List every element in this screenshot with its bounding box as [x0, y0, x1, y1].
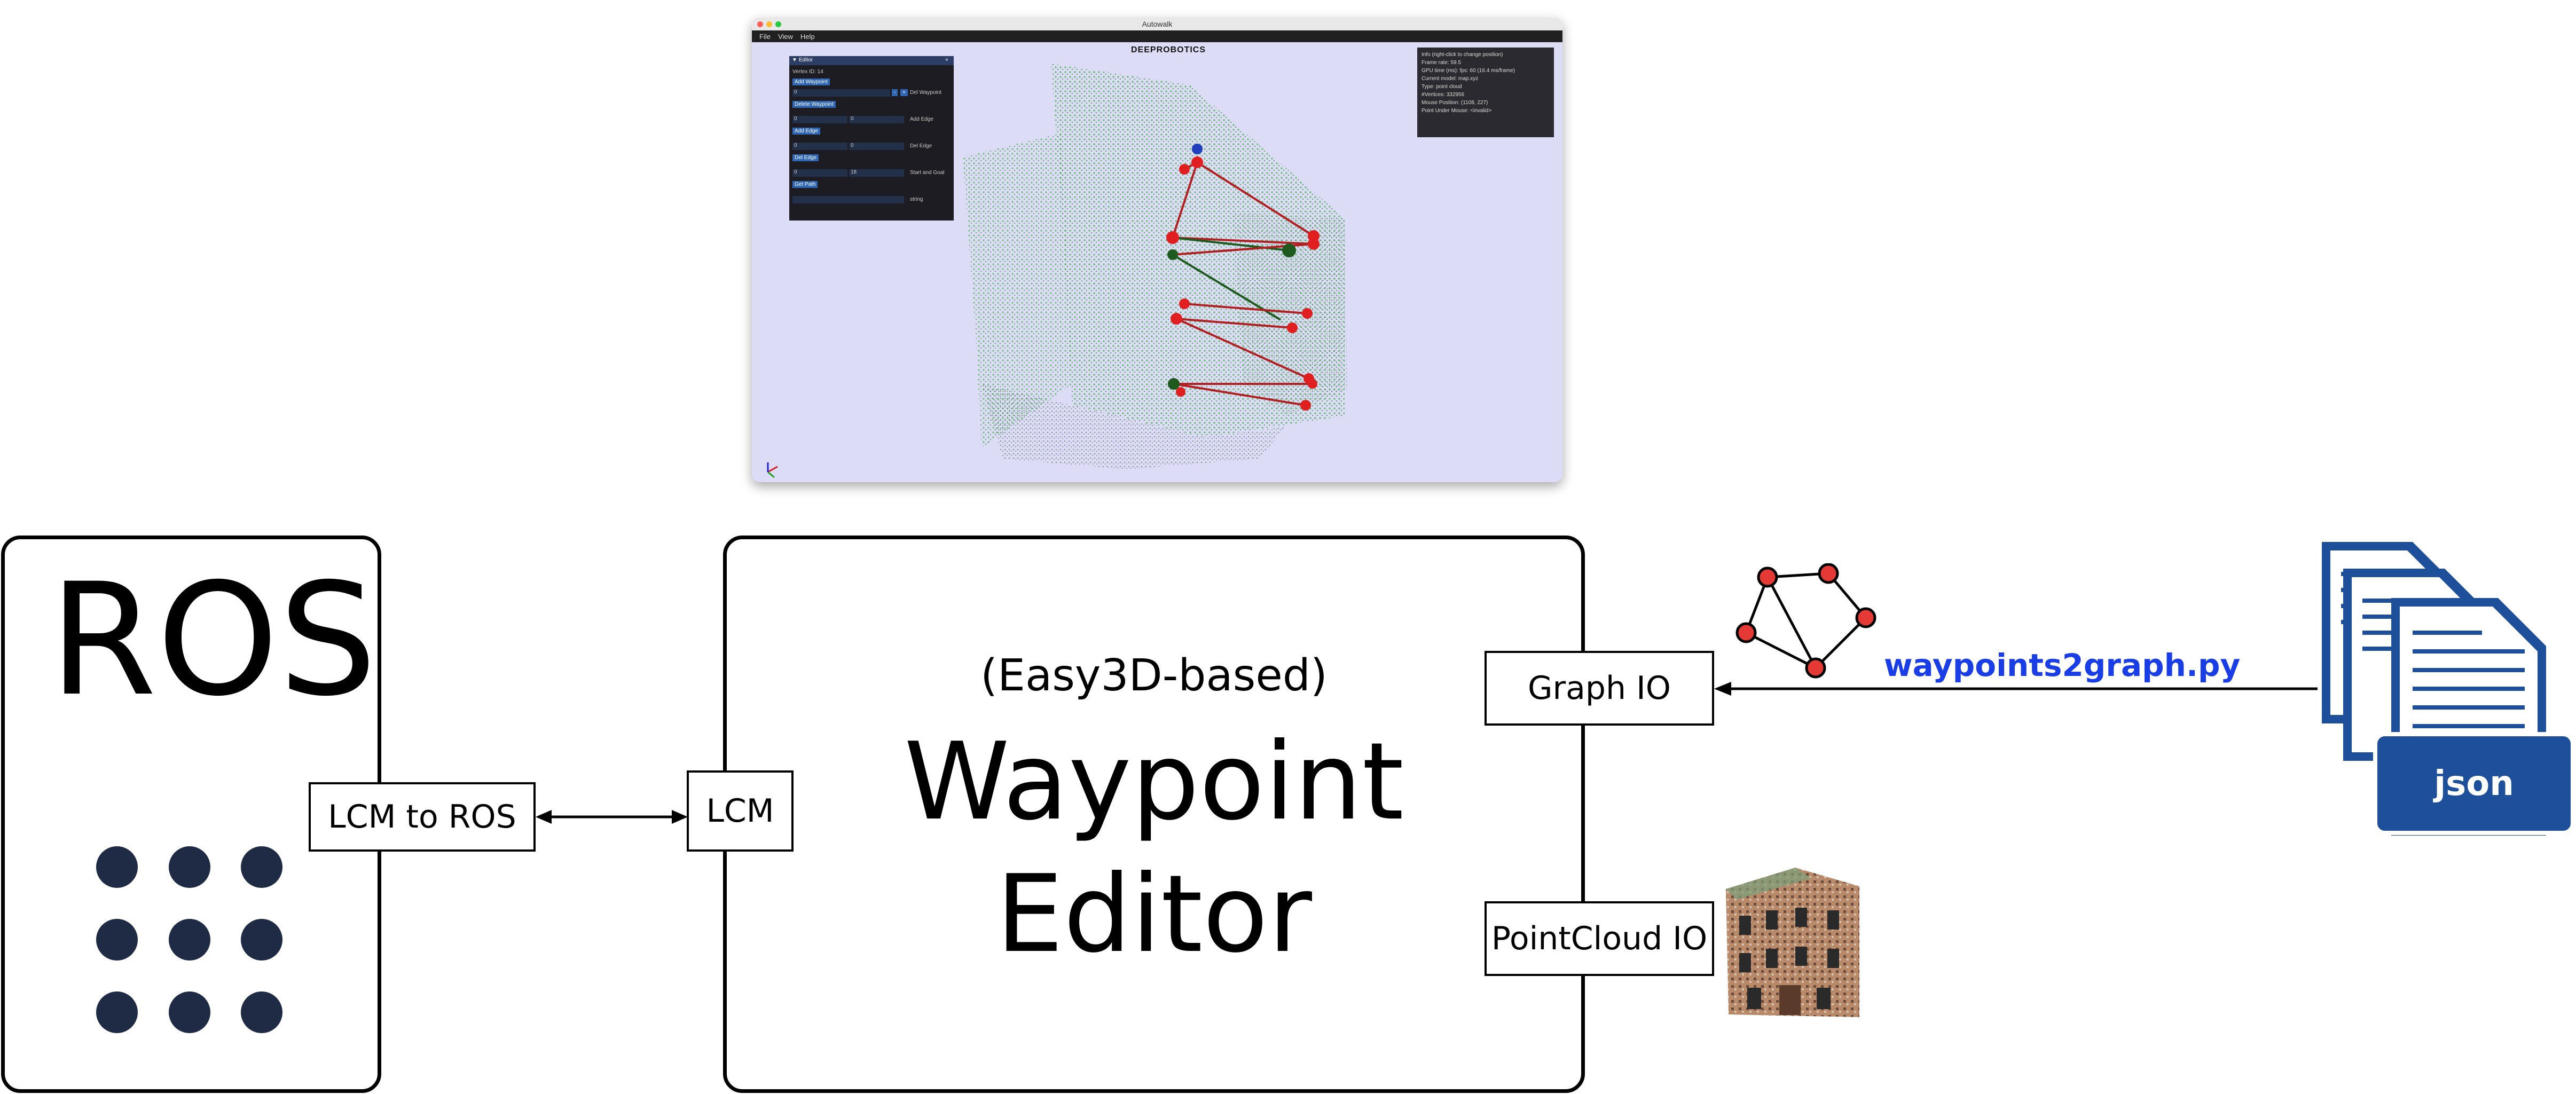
lcm-box: LCM [687, 770, 794, 852]
info-line: #Vertices: 332956 [1421, 92, 1465, 98]
axes-gizmo [767, 462, 778, 478]
start-input[interactable]: 0 [792, 169, 847, 177]
get-path-button[interactable]: Get Path [792, 181, 818, 188]
graph-io-box: Graph IO [1485, 651, 1714, 726]
menu-help[interactable]: Help [800, 32, 815, 41]
viewport-3d[interactable] [752, 42, 1562, 482]
json-label: json [2434, 764, 2514, 804]
editor-panel-title: Editor [799, 57, 813, 63]
del-waypoint-input[interactable]: 0 [792, 89, 890, 97]
graph-waypoints [1166, 144, 1320, 411]
del-edge-from-input[interactable]: 0 [792, 143, 847, 150]
ros-dot [169, 919, 210, 961]
menu-view[interactable]: View [777, 32, 793, 41]
add-edge-from-input[interactable]: 0 [792, 116, 847, 123]
ros-title: ROS [49, 550, 377, 730]
info-line: Mouse Position: (1108, 227) [1421, 100, 1488, 106]
close-panel-icon[interactable]: × [945, 57, 948, 63]
collapse-icon[interactable]: ▼ [792, 57, 797, 63]
info-line: Frame rate: 59.5 [1421, 60, 1461, 66]
editor-panel-header[interactable] [789, 56, 954, 65]
ros-dot [169, 846, 210, 888]
ros-dot [96, 991, 138, 1033]
script-label: waypoints2graph.py [1884, 647, 2241, 683]
del-edge-to-input[interactable]: 0 [849, 143, 904, 150]
menu-file[interactable]: File [759, 32, 771, 41]
waypoint-editor-box [723, 536, 1585, 1093]
del-edge-button[interactable]: Del Edge [792, 154, 819, 161]
ros-dot [241, 846, 282, 888]
graph-icon [1735, 563, 1876, 679]
pointcloud-io-box: PointCloud IO [1485, 901, 1714, 976]
editor-title-line2: Editor [996, 852, 1312, 977]
increment-button[interactable]: + [900, 89, 908, 96]
point-cloud-right-face [1232, 213, 1347, 416]
minimize-window-icon[interactable] [766, 21, 772, 27]
add-edge-button[interactable]: Add Edge [792, 128, 820, 135]
info-panel: Info (right-click to change position) Fr… [1417, 48, 1554, 137]
ros-dot [241, 991, 282, 1033]
connector-lcm-ros [536, 810, 688, 824]
del-waypoint-label: Del Waypoint [910, 90, 942, 96]
point-cloud-ground [981, 384, 1286, 469]
window-title: Autowalk [1142, 20, 1173, 28]
ros-dot [96, 919, 138, 961]
json-files-icon [2322, 542, 2575, 836]
add-edge-label: Add Edge [910, 116, 933, 122]
info-line: Current model: map.xyz [1421, 76, 1479, 82]
connector-json-graph [1714, 682, 2318, 696]
editor-title-line1: Waypoint [904, 720, 1404, 844]
del-edge-label: Del Edge [910, 143, 932, 149]
deeprobotics-logo: DEEPROBOTICS [1131, 45, 1206, 54]
string-input[interactable] [792, 196, 904, 203]
close-window-icon[interactable] [757, 21, 763, 27]
maximize-window-icon[interactable] [775, 21, 781, 27]
info-line: GPU time (ms): fps: 60 (16.4 ms/frame) [1421, 68, 1515, 74]
info-line: Point Under Mouse: <invalid> [1421, 108, 1492, 114]
building-point-cloud-thumbnail [1726, 868, 1859, 1017]
add-edge-to-input[interactable]: 0 [849, 116, 904, 123]
info-line: Type: point cloud [1421, 84, 1462, 90]
start-goal-label: Start and Goal [910, 170, 945, 176]
string-label: string [910, 196, 923, 202]
editor-screenshot: Autowalk File View Help [752, 18, 1562, 482]
editor-subtitle: (Easy3D-based) [980, 650, 1328, 701]
vertex-id-label: Vertex ID: 14 [792, 69, 823, 75]
ros-dot [169, 991, 210, 1033]
lcm-to-ros-box: LCM to ROS [309, 782, 536, 852]
window-titlebar: Autowalk [752, 18, 1562, 30]
editor-panel: Editor ▼ × Vertex ID: 14 Add Waypoint 0 … [789, 56, 954, 221]
point-cloud-left-wing [963, 133, 1072, 448]
info-line: Info (right-click to change position) [1421, 52, 1503, 58]
goal-input[interactable]: 18 [849, 169, 904, 177]
menu-bar: File View Help [752, 30, 1562, 42]
ros-dot [241, 919, 282, 961]
delete-waypoint-button[interactable]: Delete Waypoint [792, 101, 836, 108]
ros-dot [96, 846, 138, 888]
add-waypoint-button[interactable]: Add Waypoint [792, 78, 830, 85]
decrement-button[interactable]: - [892, 89, 898, 96]
